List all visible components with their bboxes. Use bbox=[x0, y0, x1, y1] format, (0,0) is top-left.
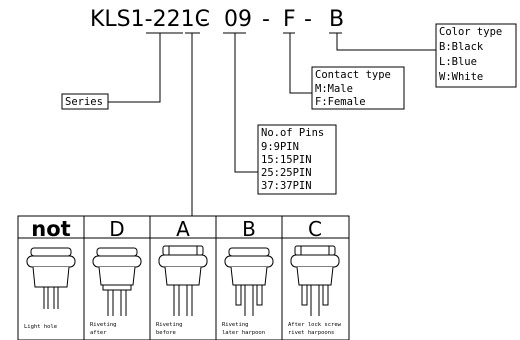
series-box bbox=[61, 93, 109, 110]
type-code-d: D bbox=[109, 217, 124, 241]
contact-connector bbox=[289, 33, 312, 94]
types-table: not D A B C bbox=[17, 215, 350, 340]
color-connector bbox=[336, 33, 436, 51]
pins-box bbox=[257, 124, 337, 195]
table-frame bbox=[17, 215, 350, 340]
connector-drawing-c bbox=[290, 245, 340, 316]
caption-d-line2: after bbox=[90, 330, 107, 336]
color-option-black: B:Black bbox=[439, 41, 484, 53]
type-code-a: A bbox=[176, 217, 190, 241]
series-label: Series bbox=[65, 96, 103, 108]
caption-a-line1: Riveting bbox=[156, 322, 183, 328]
caption-a-line2: before bbox=[156, 330, 176, 336]
part-base: KLS1-221C bbox=[90, 7, 210, 32]
pins-title: No.of Pins bbox=[261, 127, 324, 139]
contact-box bbox=[311, 66, 405, 110]
part-pins-code: 09 bbox=[224, 7, 252, 32]
caption-c-line1: After lock screw bbox=[288, 322, 342, 328]
part-color-code: B bbox=[329, 7, 344, 32]
pins-option-37: 37:37PIN bbox=[261, 180, 312, 192]
pins-option-25: 25:25PIN bbox=[261, 167, 312, 179]
pins-option-15: 15:15PIN bbox=[261, 154, 312, 166]
connector-drawing-d bbox=[92, 247, 142, 316]
caption-d-line1: Riveting bbox=[90, 322, 117, 328]
connector-drawing-not bbox=[26, 247, 76, 309]
color-option-white: W:White bbox=[439, 71, 483, 83]
type-code-c: C bbox=[308, 217, 322, 241]
caption-b-line2: later harpoon bbox=[222, 330, 265, 336]
color-box bbox=[435, 23, 517, 88]
part-dash-1: - bbox=[200, 7, 208, 32]
part-dash-2: - bbox=[262, 7, 270, 32]
caption-not: Light hole bbox=[24, 324, 57, 330]
pins-connector bbox=[234, 33, 258, 173]
color-title: Color type bbox=[439, 26, 502, 38]
part-contact-code: F bbox=[283, 7, 296, 32]
contact-title: Contact type bbox=[315, 69, 391, 81]
series-connector bbox=[108, 33, 161, 103]
connector-drawing-b bbox=[224, 247, 274, 316]
type-code-not: not bbox=[31, 217, 70, 241]
caption-c-line2: rivet harpoons bbox=[288, 330, 334, 336]
type-code-b: B bbox=[242, 217, 256, 241]
connector-drawing-a bbox=[158, 245, 208, 316]
contact-option-female: F:Female bbox=[315, 96, 366, 108]
pins-option-9: 9:9PIN bbox=[261, 141, 299, 153]
caption-b-line1: Riveting bbox=[222, 322, 249, 328]
part-dash-3: - bbox=[304, 7, 312, 32]
contact-option-male: M:Male bbox=[315, 83, 353, 95]
color-option-blue: L:Blue bbox=[439, 56, 477, 68]
